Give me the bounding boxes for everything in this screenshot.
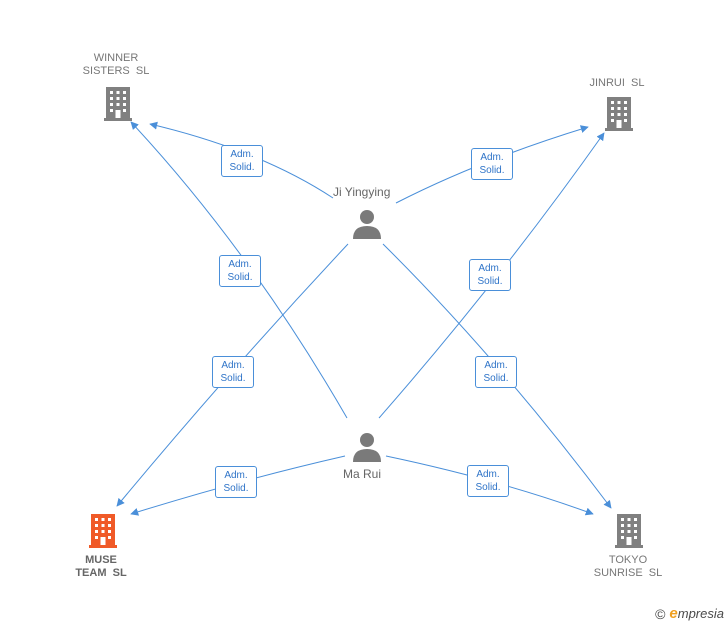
edge-label-ma-muse[interactable]: Adm. Solid. (215, 466, 257, 498)
building-icon-tokyo[interactable] (615, 514, 643, 548)
edge-label-line2: Solid. (475, 482, 501, 493)
brand-logo[interactable]: empresia (669, 605, 724, 622)
edge-label-line2: Solid. (479, 165, 505, 176)
building-icon-jinrui[interactable] (605, 97, 633, 131)
edge-label-ji-jinrui[interactable]: Adm. Solid. (471, 148, 513, 180)
edge-label-line1: Adm. (228, 259, 252, 270)
company-name-line1: MUSE (85, 554, 117, 566)
edge-label-ji-tokyo[interactable]: Adm. Solid. (475, 356, 517, 388)
edge-label-line1: Adm. (221, 360, 245, 371)
copyright-icon: © (655, 605, 666, 622)
person-label-ji[interactable]: Ji Yingying (333, 185, 391, 199)
company-name-line1: TOKYO (608, 554, 648, 566)
edge-label-line2: Solid. (477, 276, 503, 287)
building-icon-winner[interactable] (104, 87, 132, 121)
edge-label-line2: Solid. (223, 483, 249, 494)
edge-label-line1: Adm. (476, 469, 500, 480)
edge-label-line2: Solid. (227, 272, 253, 283)
company-name-line2: SISTERS SL (82, 65, 150, 77)
edge-label-line1: Adm. (230, 149, 254, 160)
edge-label-line2: Solid. (220, 373, 246, 384)
person-label-ma[interactable]: Ma Rui (343, 467, 382, 481)
edge-label-ji-winner[interactable]: Adm. Solid. (221, 145, 263, 177)
company-name-line2: TEAM SL (75, 567, 127, 579)
edge-label-ma-winner[interactable]: Adm. Solid. (219, 255, 261, 287)
edge-label-line1: Adm. (484, 360, 508, 371)
edge-label-line2: Solid. (229, 162, 255, 173)
footer-brand: © empresia (655, 605, 724, 622)
edge-label-ma-jinrui[interactable]: Adm. Solid. (469, 259, 511, 291)
company-label-tokyo[interactable]: TOKYO SUNRISE SL (582, 554, 674, 580)
edge-label-line2: Solid. (483, 373, 509, 384)
person-icon-ji[interactable] (353, 210, 381, 239)
company-label-muse[interactable]: MUSE TEAM SL (55, 554, 147, 580)
edge-label-line1: Adm. (224, 470, 248, 481)
company-name-line2: SUNRISE SL (593, 567, 663, 579)
person-icon-ma[interactable] (353, 433, 381, 462)
brand-initial: e (669, 605, 678, 622)
company-name-line1: JINRUI SL (589, 77, 645, 89)
edge-label-ma-tokyo[interactable]: Adm. Solid. (467, 465, 509, 497)
company-label-jinrui[interactable]: JINRUI SL (571, 77, 663, 90)
building-icon-muse[interactable] (89, 514, 117, 548)
company-name-line1: WINNER (93, 52, 139, 64)
edge-label-line1: Adm. (478, 263, 502, 274)
company-label-winner[interactable]: WINNER SISTERS SL (70, 52, 162, 78)
brand-name: mpresia (677, 606, 724, 621)
edge-label-line1: Adm. (480, 152, 504, 163)
edge-label-ji-muse[interactable]: Adm. Solid. (212, 356, 254, 388)
